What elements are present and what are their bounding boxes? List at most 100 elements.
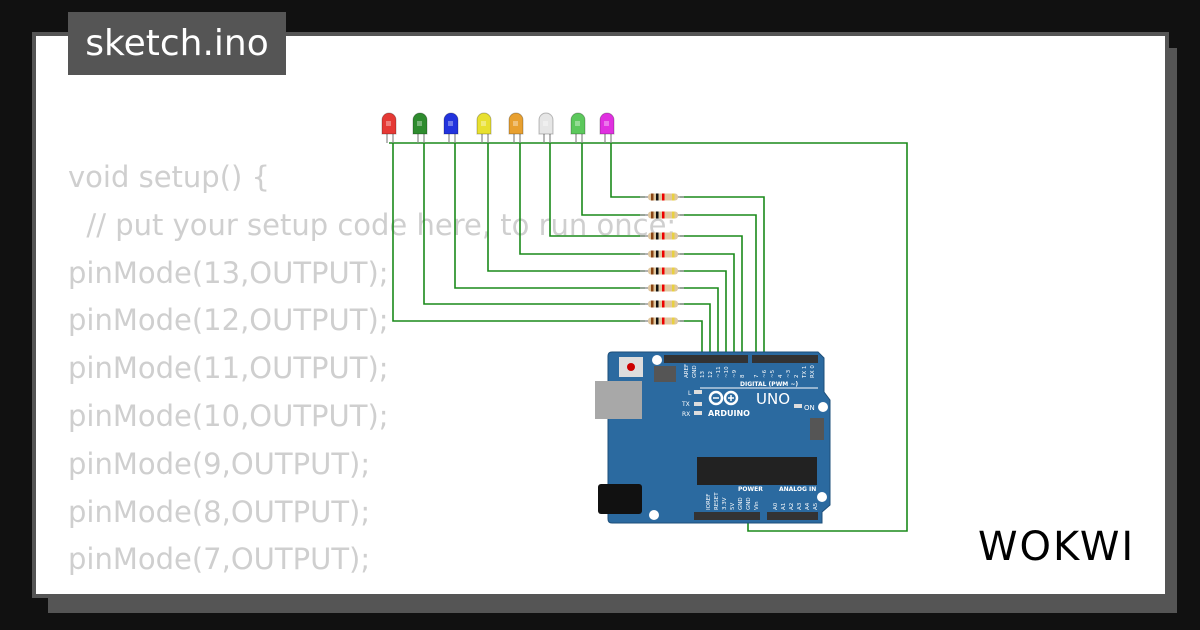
power-pin-label: GND [738, 497, 744, 510]
power-label: POWER [738, 486, 763, 493]
power-pin-label: RESET [714, 492, 720, 510]
pin-wire [680, 270, 727, 358]
code-line: pinMode(6,OUTPUT); [68, 584, 676, 594]
analog-pin-label: A3 [797, 502, 803, 510]
reset-button-cap [627, 363, 635, 371]
arduino-infinity-logo-icon [708, 390, 739, 406]
analog-label: ANALOG IN [779, 486, 816, 493]
power-pin-label: IOREF [706, 494, 712, 510]
resistors [640, 193, 684, 325]
resistor [640, 267, 684, 275]
digital-pin-label: RX 0 [810, 365, 816, 378]
digital-pin-label: 7 [754, 374, 760, 378]
led-wire [610, 143, 645, 198]
digital-pin-label: 8 [740, 374, 746, 378]
led-orange[interactable] [508, 112, 524, 143]
l-led-label: L [688, 390, 692, 397]
digital-pin-label: TX 1 [802, 366, 808, 379]
analog-pin-label: A4 [805, 502, 811, 510]
pin-wire [680, 253, 735, 358]
leds [381, 112, 615, 143]
analog-pin-label: A1 [781, 503, 787, 510]
analog-pin-label: A5 [813, 502, 819, 510]
digital-pin-label: 4 [778, 374, 784, 378]
code-line: pinMode(11,OUTPUT); [68, 351, 389, 386]
digital-pin-label: ~6 [762, 369, 768, 378]
tx-led-label: TX [681, 401, 690, 408]
digital-header-low [752, 355, 818, 363]
resistor [640, 250, 684, 258]
usb-connector [595, 381, 642, 419]
code-line: pinMode(10,OUTPUT); [68, 398, 389, 433]
resistor [640, 284, 684, 292]
icsp-header [810, 418, 824, 440]
led-purple[interactable] [599, 112, 615, 143]
analog-header [767, 512, 818, 520]
code-line: pinMode(9,OUTPUT); [68, 446, 371, 481]
pin-wire [680, 214, 757, 358]
uno-label: UNO [756, 390, 790, 408]
led-limegreen[interactable] [570, 112, 586, 143]
digital-pin-label: AREF [684, 364, 690, 378]
power-jack [598, 484, 642, 514]
ground-wire [389, 142, 908, 532]
resistor [640, 193, 684, 201]
filename-tab: sketch.ino [68, 12, 286, 75]
power-header [694, 512, 760, 520]
power-pin-label: 5V [730, 503, 736, 510]
power-pin-label: GND [746, 497, 752, 510]
pin-wire [680, 303, 711, 358]
digital-pin-label: 2 [794, 375, 800, 379]
code-line: pinMode(13,OUTPUT); [68, 255, 389, 290]
led-wire [519, 143, 645, 255]
digital-pin-label: ~5 [770, 369, 776, 378]
digital-pin-label: GND [692, 365, 698, 378]
analog-pin-label: A0 [773, 502, 779, 510]
arduino-uno-board: DIGITAL (PWM ~) L TX RX ARDUINO UNO ON P… [595, 351, 831, 524]
wokwi-logo: WOKWI [978, 524, 1136, 570]
code-line: void setup() { [68, 160, 270, 194]
digital-label: DIGITAL (PWM ~) [740, 381, 798, 388]
digital-header-high [664, 355, 748, 363]
wires [389, 142, 908, 532]
atmega-chip [697, 457, 817, 485]
led-blue[interactable] [443, 112, 459, 143]
analog-pin-label: A2 [789, 503, 795, 510]
rx-led-label: RX [682, 411, 690, 418]
code-line: // put your setup code here, to run once… [68, 207, 677, 242]
code-line: pinMode(12,OUTPUT); [68, 303, 389, 338]
led-wire [423, 143, 645, 305]
pin-wire [680, 320, 703, 358]
code-line: pinMode(8,OUTPUT); [68, 494, 371, 529]
resistor [640, 317, 684, 325]
icsp-header-2 [654, 366, 676, 382]
led-wire [549, 143, 645, 237]
led-green[interactable] [412, 112, 428, 143]
led-yellow[interactable] [476, 112, 492, 143]
led-wire [392, 143, 645, 322]
resistor [640, 211, 684, 219]
led-red[interactable] [381, 112, 397, 143]
resistor [640, 300, 684, 308]
digital-pin-label: ~9 [732, 369, 738, 378]
code-line: pinMode(7,OUTPUT); [68, 542, 371, 577]
digital-pin-label: ~11 [716, 366, 722, 378]
pin-wire [680, 235, 743, 358]
pin-wire [680, 287, 719, 358]
digital-pin-label: ~10 [724, 366, 730, 378]
led-wire [487, 143, 645, 272]
pin-wire [680, 196, 765, 358]
led-white[interactable] [538, 112, 554, 143]
resistor [640, 232, 684, 240]
digital-pin-label: ~3 [786, 369, 792, 378]
led-wire [454, 143, 645, 289]
arduino-label: ARDUINO [708, 409, 750, 418]
on-label: ON [804, 404, 815, 412]
power-pin-label: 3.3V [722, 497, 728, 510]
led-wire [581, 143, 645, 216]
digital-pin-label: 13 [700, 371, 706, 378]
code-preview: void setup() { // put your setup code he… [68, 154, 677, 594]
digital-pin-label: 12 [708, 371, 714, 378]
power-pin-label: Vin [754, 501, 760, 510]
